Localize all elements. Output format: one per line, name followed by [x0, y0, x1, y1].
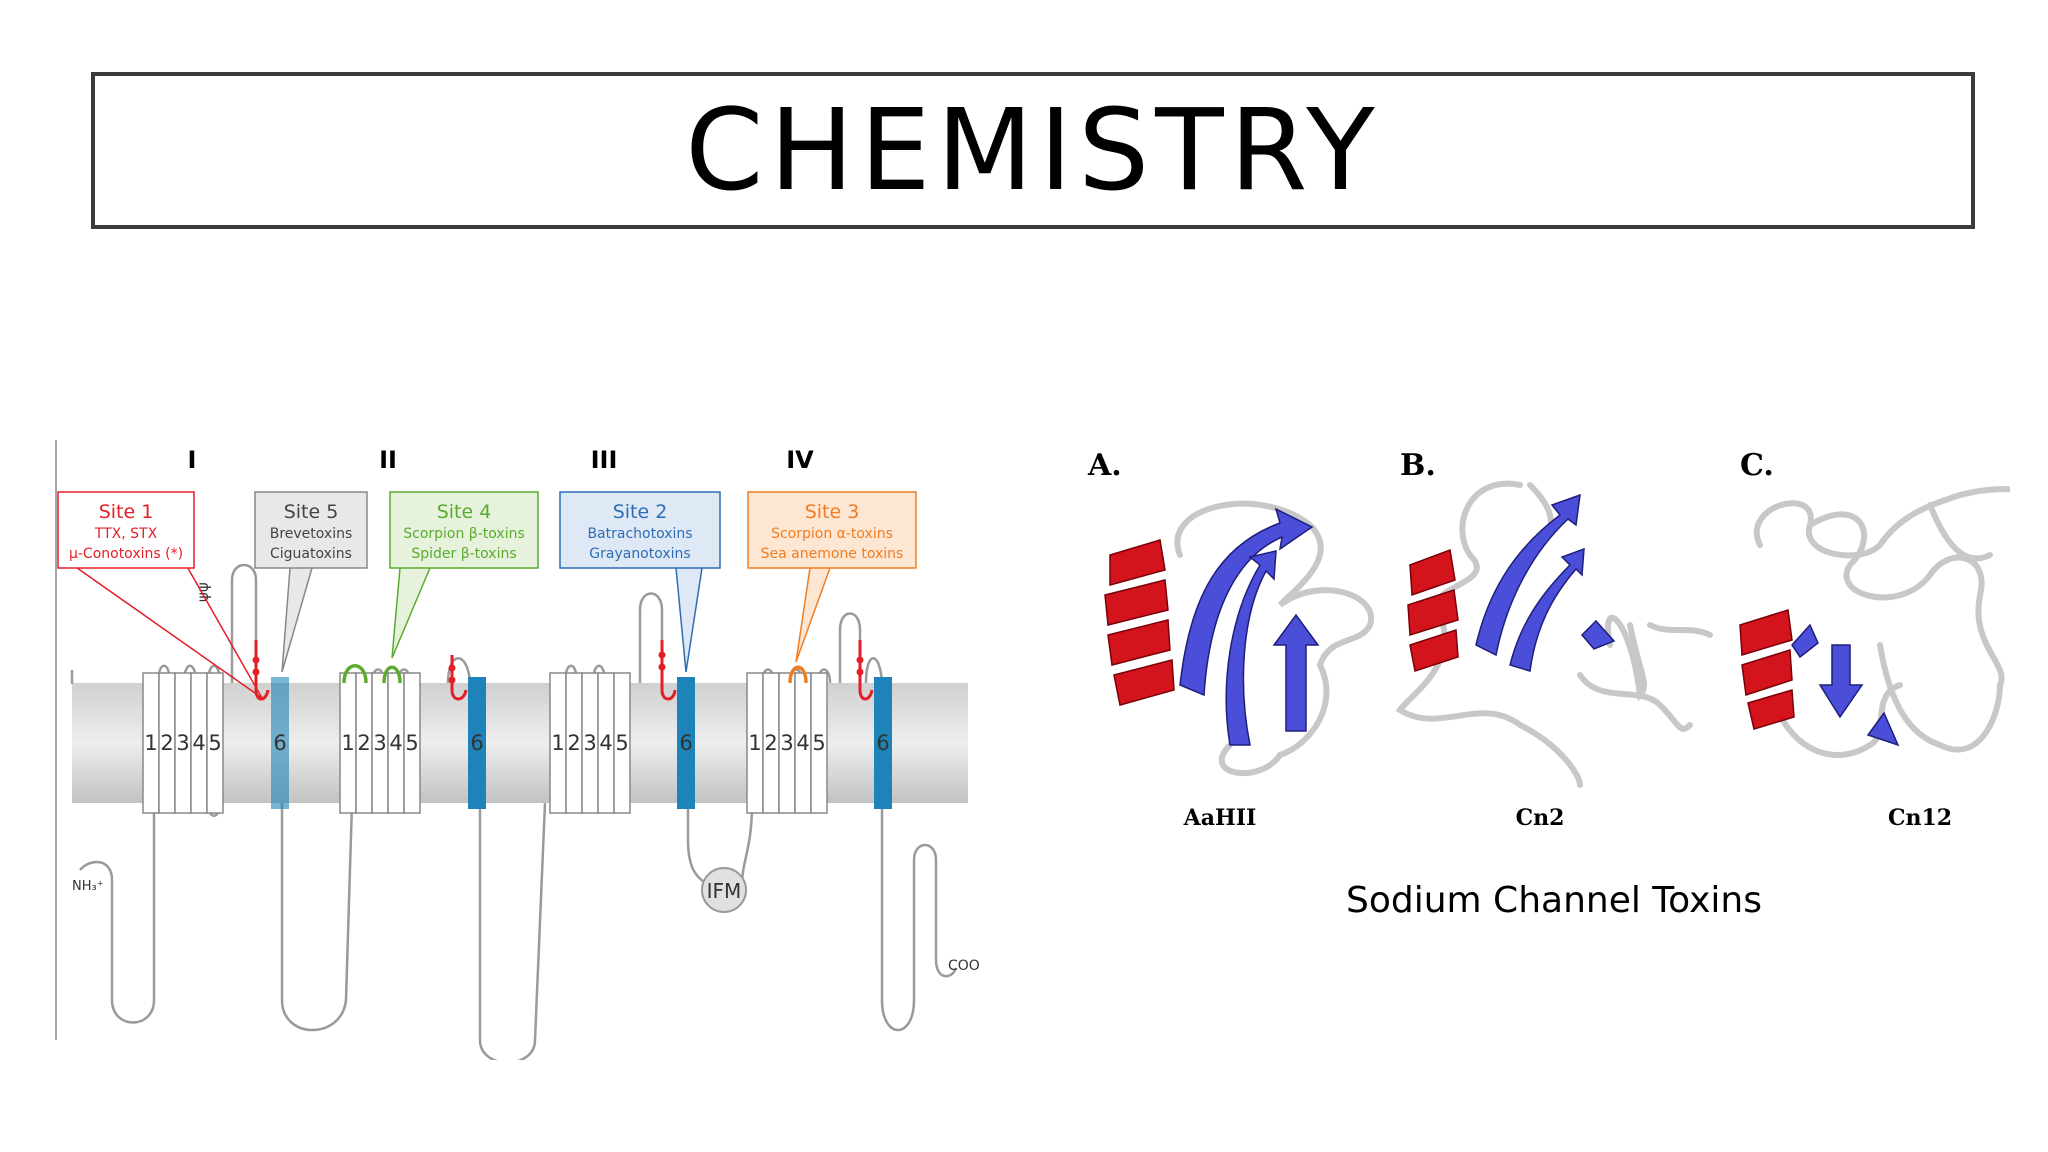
svg-text:5: 5: [208, 731, 221, 755]
svg-text:Batrachotoxins: Batrachotoxins: [587, 526, 692, 542]
svg-text:5: 5: [812, 731, 825, 755]
svg-text:5: 5: [405, 731, 418, 755]
domain-label: I: [188, 446, 197, 474]
svg-text:AaHII: AaHII: [1183, 805, 1257, 831]
svg-text:Spider β-toxins: Spider β-toxins: [411, 546, 516, 562]
domain-label: II: [379, 446, 397, 474]
svg-text:3: 3: [176, 731, 189, 755]
svg-text:3: 3: [780, 731, 793, 755]
svg-text:2: 2: [764, 731, 777, 755]
site3-callout: Site 3 Scorpion α-toxins Sea anemone tox…: [747, 491, 917, 569]
pore-segment: [271, 677, 289, 809]
svg-text:Cn2: Cn2: [1516, 805, 1565, 831]
svg-text:Scorpion β-toxins: Scorpion β-toxins: [403, 526, 525, 542]
svg-text:4: 4: [192, 731, 205, 755]
svg-text:B.: B.: [1400, 448, 1436, 483]
structure-c: C. Cn12: [1739, 448, 2010, 831]
svg-text:3: 3: [583, 731, 596, 755]
pore-segment: [874, 677, 892, 809]
svg-text:1: 1: [748, 731, 761, 755]
toxin-binding-dots: [252, 651, 864, 684]
slide-title: CHEMISTRY: [685, 85, 1381, 216]
site4-loop: [342, 664, 402, 684]
svg-text:1: 1: [341, 731, 354, 755]
svg-text:2: 2: [567, 731, 580, 755]
svg-text:Site 3: Site 3: [805, 501, 860, 523]
svg-text:6: 6: [876, 731, 889, 755]
domain-III-segments: [549, 672, 695, 814]
strands: [1791, 623, 1900, 747]
segment-numbers: 1 2 3 4 5 6 1 2 3 4 5 6 1 2 3 4 5 6 1 2 …: [144, 731, 889, 755]
structure-a: A. AaHII: [1087, 448, 1375, 831]
svg-text:6: 6: [273, 731, 286, 755]
svg-text:5: 5: [615, 731, 628, 755]
helix: [1407, 548, 1459, 672]
svg-text:Brevetoxins: Brevetoxins: [270, 526, 353, 542]
title-box: CHEMISTRY: [91, 72, 1975, 229]
svg-text:µ-Conotoxins (*): µ-Conotoxins (*): [69, 546, 183, 562]
helix: [1104, 539, 1175, 706]
svg-text:C.: C.: [1740, 448, 1774, 483]
sodium-channel-diagram: I II III IV: [55, 440, 980, 1060]
svg-text:Site 2: Site 2: [613, 501, 668, 523]
helix: [1739, 609, 1795, 730]
structure-b: B. Cn2: [1395, 448, 1713, 831]
pore-segment: [468, 677, 486, 809]
svg-text:1: 1: [144, 731, 157, 755]
site3-loop: [788, 665, 808, 684]
svg-text:3: 3: [373, 731, 386, 755]
strands: [1475, 493, 1616, 672]
toxin-structures: A. AaHII B.: [1087, 448, 2010, 831]
svg-text:2: 2: [357, 731, 370, 755]
svg-text:4: 4: [389, 731, 402, 755]
pore-segment: [677, 677, 695, 809]
callout-pointers: [69, 562, 831, 699]
svg-text:A.: A.: [1087, 448, 1122, 483]
strands: [1179, 507, 1320, 746]
svg-text:Cn12: Cn12: [1888, 805, 1952, 831]
svg-text:Grayanotoxins: Grayanotoxins: [589, 546, 690, 562]
svg-text:1: 1: [551, 731, 564, 755]
psi-label: ψψ: [194, 582, 212, 602]
ifm-circle: [701, 867, 747, 913]
coo-label: COO: [948, 958, 980, 974]
domain-II-segments: [339, 672, 486, 814]
domain-IV-segments: [746, 672, 892, 814]
domain-label: IV: [786, 446, 814, 474]
svg-text:6: 6: [679, 731, 692, 755]
svg-text:Sea anemone toxins: Sea anemone toxins: [761, 546, 904, 562]
svg-text:4: 4: [599, 731, 612, 755]
svg-text:4: 4: [796, 731, 809, 755]
site5-callout: Site 5 Brevetoxins Ciguatoxins: [254, 491, 368, 569]
svg-text:TTX, STX: TTX, STX: [94, 526, 158, 542]
figure-caption: Sodium Channel Toxins: [1346, 880, 1762, 921]
svg-text:2: 2: [160, 731, 173, 755]
site2-callout: Site 2 Batrachotoxins Grayanotoxins: [559, 491, 721, 569]
site1-callout: Site 1 TTX, STX µ-Conotoxins (*): [57, 491, 195, 569]
svg-text:6: 6: [470, 731, 483, 755]
site4-callout: Site 4 Scorpion β-toxins Spider β-toxins: [389, 491, 539, 569]
svg-text:Site 1: Site 1: [99, 501, 154, 523]
svg-text:Scorpion α-toxins: Scorpion α-toxins: [771, 526, 893, 542]
p-loops: [254, 640, 874, 701]
svg-text:Ciguatoxins: Ciguatoxins: [270, 546, 352, 562]
nh3-label: NH₃⁺: [72, 879, 104, 894]
svg-text:Site 4: Site 4: [437, 501, 492, 523]
svg-text:Site 5: Site 5: [284, 501, 339, 523]
domain-I-segments: [142, 672, 289, 814]
ifm-label: IFM: [707, 879, 742, 903]
domain-label: III: [591, 446, 618, 474]
